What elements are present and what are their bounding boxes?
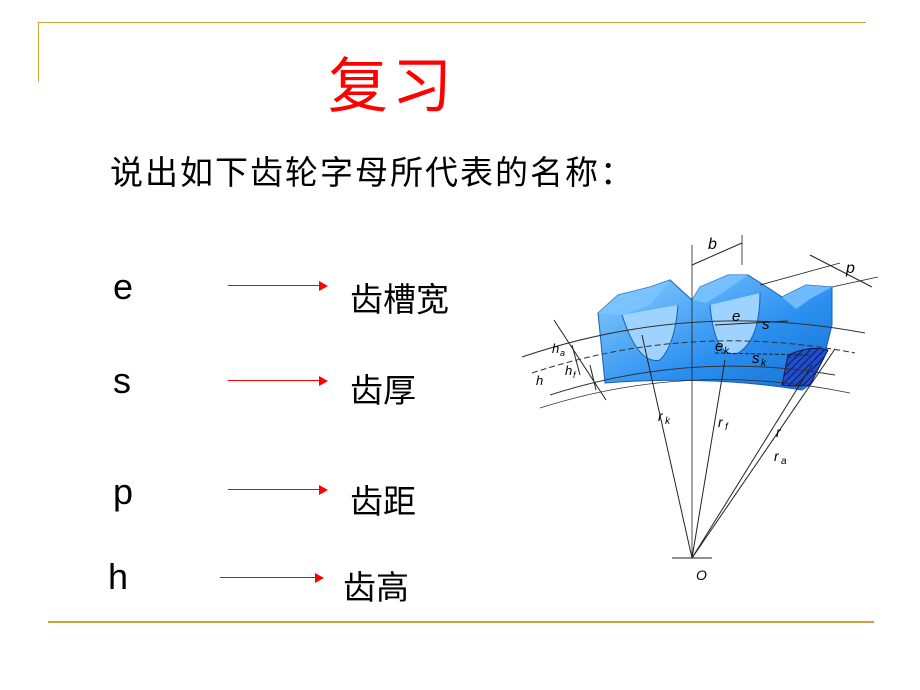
frame-left-line bbox=[38, 22, 39, 82]
tooth-top-3 bbox=[782, 285, 832, 309]
slide-title: 复习 bbox=[328, 52, 456, 122]
arrow-h bbox=[220, 572, 324, 584]
meaning-h: 齿高 bbox=[343, 568, 409, 607]
label-e: e bbox=[732, 308, 740, 325]
label-rf-sub: f bbox=[725, 422, 729, 433]
label-ek-sub: k bbox=[724, 346, 730, 357]
label-ra-sub: a bbox=[781, 456, 787, 467]
label-sk: s bbox=[752, 350, 760, 367]
label-ha: h bbox=[552, 341, 559, 356]
label-ek: e bbox=[715, 338, 723, 355]
label-sk-sub: k bbox=[761, 358, 767, 369]
frame-bottom-line bbox=[48, 621, 874, 623]
label-o: O bbox=[696, 567, 707, 583]
tooth-gap-2 bbox=[709, 292, 761, 355]
label-hf: h bbox=[565, 363, 572, 378]
label-ra: r bbox=[774, 448, 780, 464]
frame-top-line bbox=[38, 22, 866, 23]
gear-diagram: b p e s e k s k h a h f h r k r f r r a … bbox=[521, 235, 879, 583]
label-ha-sub: a bbox=[560, 348, 565, 358]
meaning-s: 齿厚 bbox=[350, 371, 416, 410]
meaning-e: 齿槽宽 bbox=[350, 280, 449, 319]
label-b: b bbox=[708, 236, 717, 253]
label-r: r bbox=[776, 424, 782, 440]
arrow-s bbox=[228, 375, 328, 387]
arrow-p bbox=[228, 484, 328, 496]
label-h: h bbox=[536, 373, 543, 388]
letter-h: h bbox=[108, 556, 129, 597]
tooth-top-2 bbox=[692, 275, 748, 303]
meaning-p: 齿距 bbox=[350, 482, 416, 521]
letter-s: s bbox=[113, 360, 131, 401]
tooth-gap-1 bbox=[621, 304, 679, 361]
arrow-e bbox=[228, 280, 328, 292]
label-p: p bbox=[845, 260, 855, 277]
label-rk-sub: k bbox=[665, 416, 671, 427]
letter-e: e bbox=[113, 266, 134, 307]
slide-subtitle: 说出如下齿轮字母所代表的名称： bbox=[110, 153, 635, 192]
label-rf: r bbox=[718, 414, 724, 430]
label-rk: r bbox=[658, 408, 664, 424]
tooth-top-1 bbox=[598, 280, 670, 315]
label-s: s bbox=[762, 316, 770, 333]
label-hf-sub: f bbox=[573, 370, 577, 380]
letter-p: p bbox=[113, 471, 134, 512]
